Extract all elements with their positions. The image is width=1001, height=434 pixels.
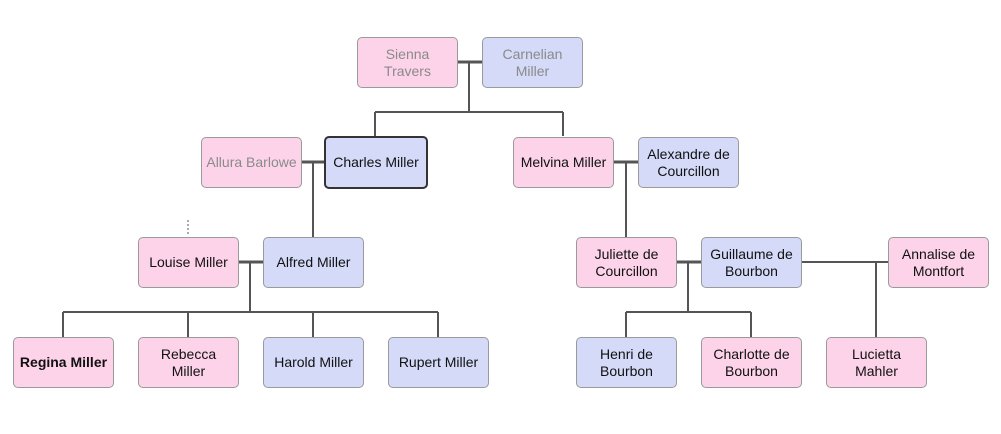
person-node-charles-miller[interactable]: Charles Miller — [324, 136, 428, 189]
person-name: Guillaume de Bourbon — [710, 245, 793, 279]
person-node-allura-barlowe[interactable]: Allura Barlowe — [201, 137, 302, 188]
person-node-guillaume-de-bourbon[interactable]: Guillaume de Bourbon — [701, 237, 802, 288]
person-node-carnelian-miller[interactable]: Carnelian Miller — [482, 37, 583, 88]
person-node-harold-miller[interactable]: Harold Miller — [263, 337, 364, 388]
person-name: Lucietta Mahler — [851, 345, 902, 379]
person-node-regina-miller[interactable]: Regina Miller — [13, 337, 114, 388]
person-name: Charles Miller — [333, 154, 419, 170]
person-node-charlotte-de-bourbon[interactable]: Charlotte de Bourbon — [701, 337, 802, 388]
person-node-rupert-miller[interactable]: Rupert Miller — [388, 337, 489, 388]
person-name: Allura Barlowe — [206, 154, 297, 170]
person-name: Rupert Miller — [398, 354, 479, 370]
person-name: Regina Miller — [19, 354, 108, 370]
person-name: Alexandre de Courcillon — [647, 145, 730, 179]
person-name: Rebecca Miller — [160, 345, 217, 379]
person-node-annalise-de-montfort[interactable]: Annalise de Montfort — [888, 237, 989, 288]
person-node-melvina-miller[interactable]: Melvina Miller — [513, 137, 614, 188]
person-node-juliette-de-courcillon[interactable]: Juliette de Courcillon — [576, 237, 677, 288]
person-node-alfred-miller[interactable]: Alfred Miller — [263, 237, 364, 288]
person-name: Alfred Miller — [276, 254, 351, 270]
person-node-sienna-travers[interactable]: Sienna Travers — [357, 37, 458, 88]
person-name: Henri de Bourbon — [600, 345, 653, 379]
person-node-louise-miller[interactable]: Louise Miller — [138, 237, 239, 288]
person-name: Charlotte de Bourbon — [713, 345, 790, 379]
person-node-lucietta-mahler[interactable]: Lucietta Mahler — [826, 337, 927, 388]
person-name: Melvina Miller — [520, 154, 607, 170]
person-node-rebecca-miller[interactable]: Rebecca Miller — [138, 337, 239, 388]
person-name: Louise Miller — [149, 254, 228, 270]
person-name: Sienna Travers — [384, 45, 431, 79]
person-name: Juliette de Courcillon — [594, 245, 659, 279]
person-node-alexandre-de-courcillon[interactable]: Alexandre de Courcillon — [638, 137, 739, 188]
person-name: Carnelian Miller — [502, 45, 563, 79]
person-node-henri-de-bourbon[interactable]: Henri de Bourbon — [576, 337, 677, 388]
person-name: Annalise de Montfort — [901, 245, 976, 279]
person-name: Harold Miller — [274, 354, 353, 370]
